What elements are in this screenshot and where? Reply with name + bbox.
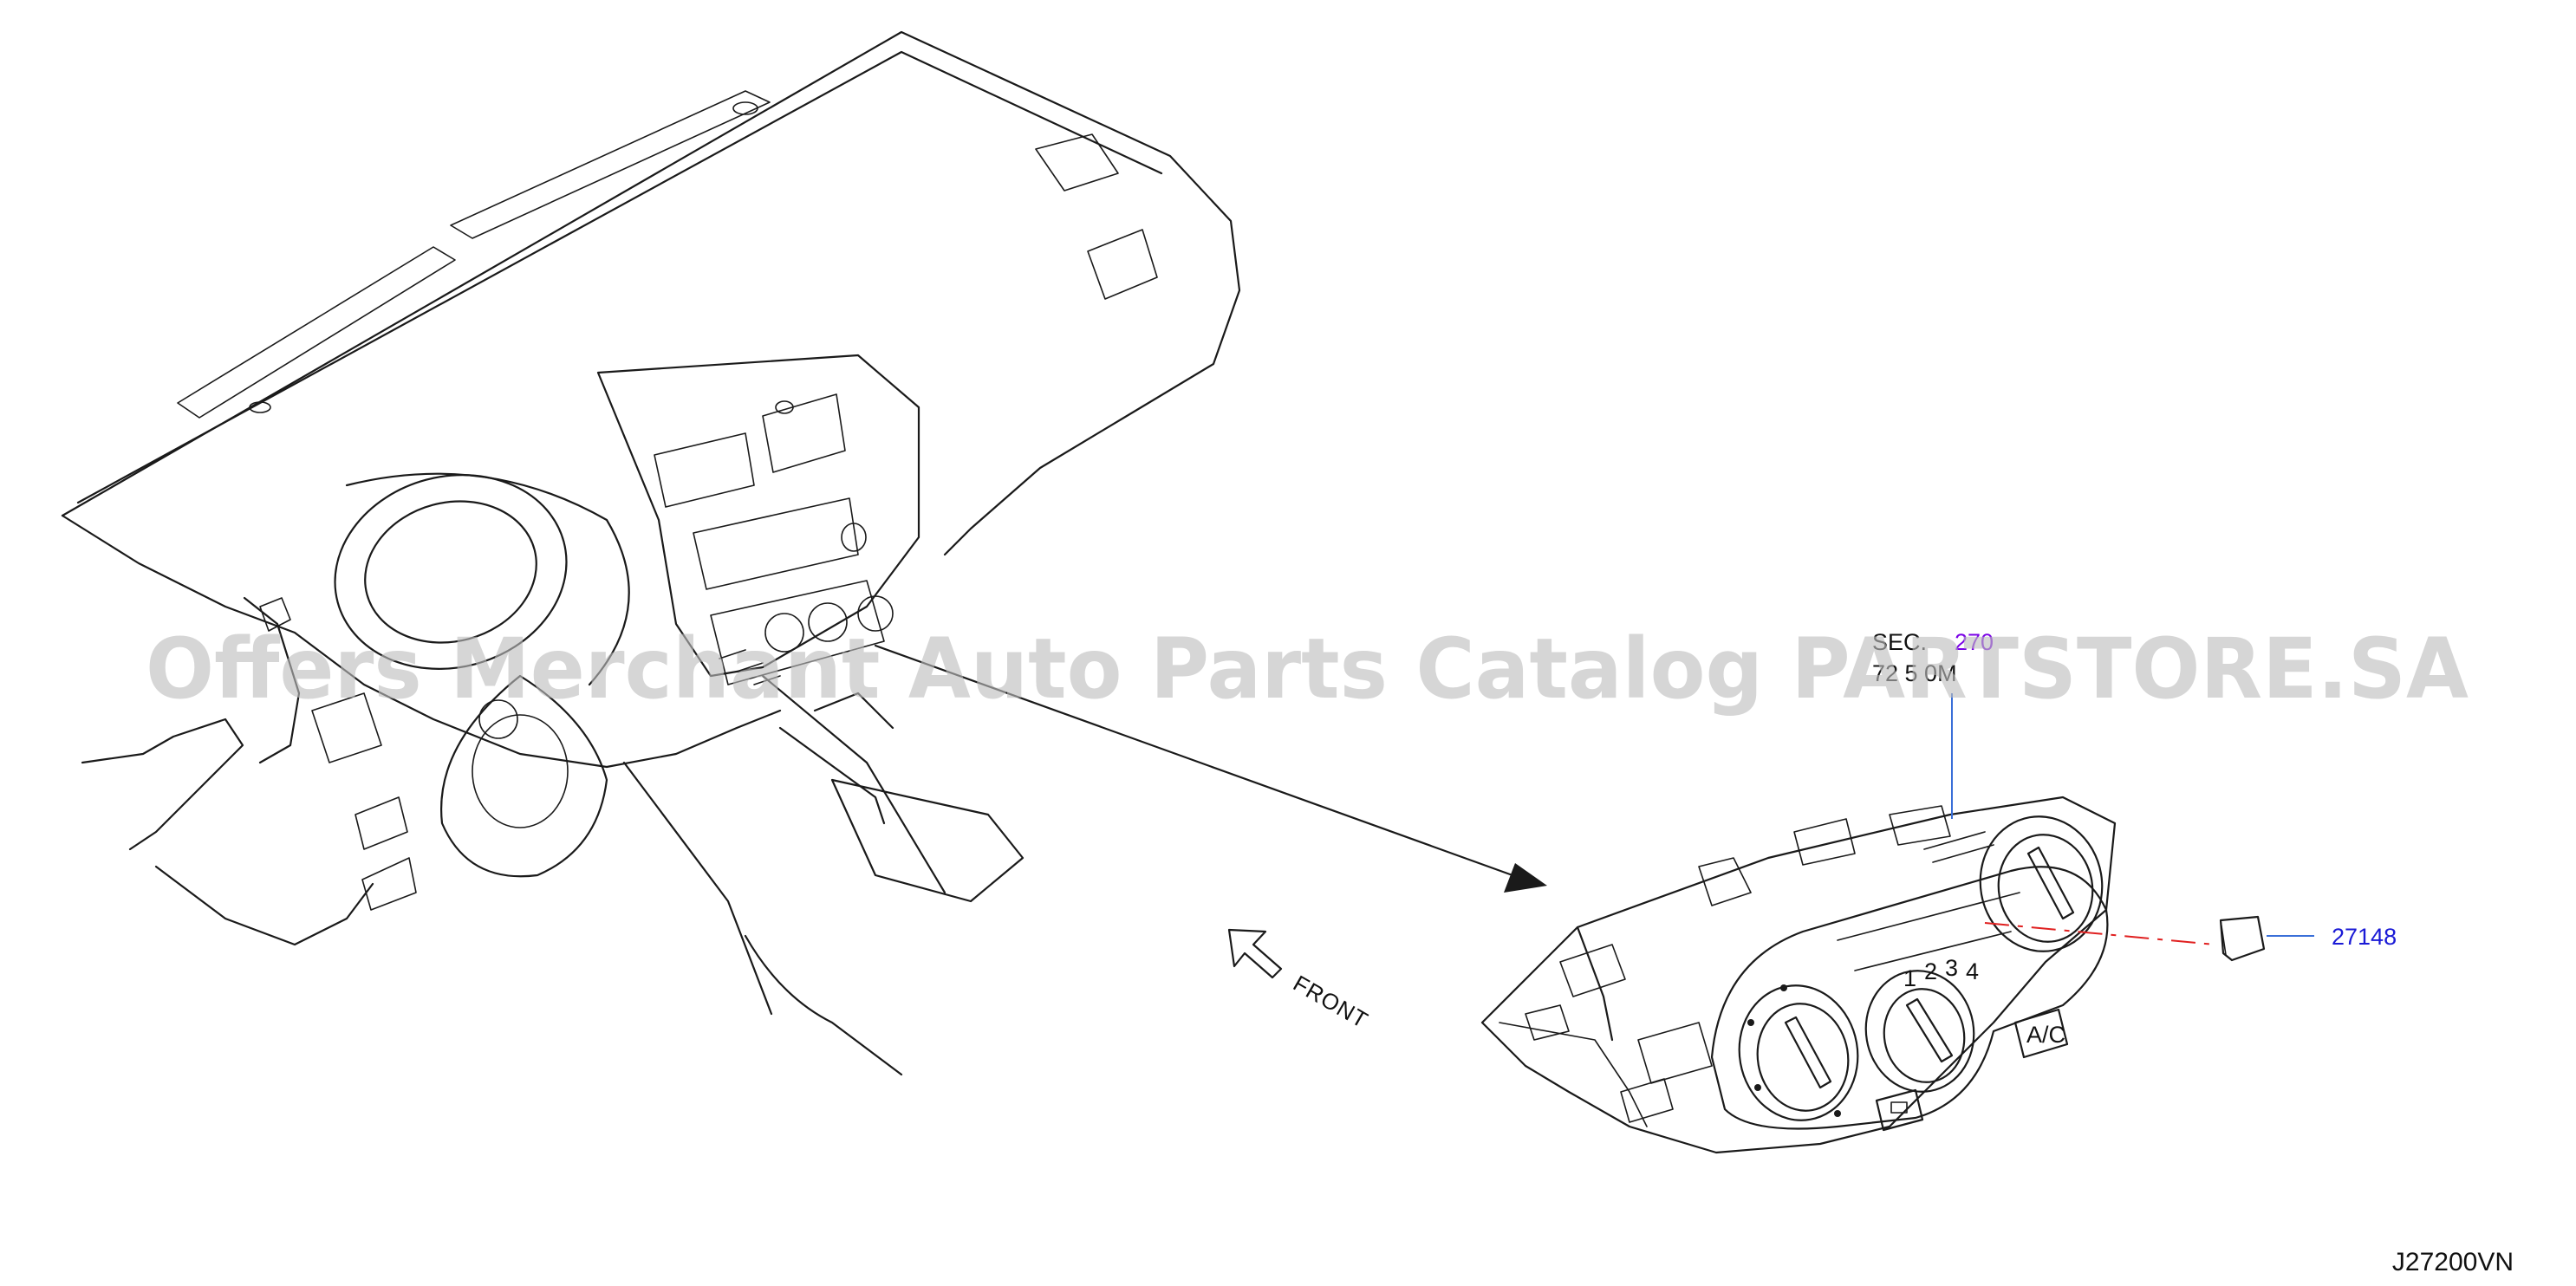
dash-control-cluster bbox=[710, 580, 894, 685]
svg-text:2: 2 bbox=[1924, 958, 1937, 984]
heater-control-unit: 1 2 3 4 A/C bbox=[1480, 796, 2117, 1154]
recirculation-button bbox=[1875, 1088, 1924, 1132]
svg-text:27148: 27148 bbox=[2332, 924, 2397, 950]
section-reference: SEC. 270 72 5 0M bbox=[1872, 629, 1994, 819]
svg-text:4: 4 bbox=[1966, 958, 1979, 984]
part-number-link[interactable]: 27148 bbox=[2332, 924, 2397, 950]
svg-text:3: 3 bbox=[1945, 955, 1958, 981]
svg-text:A/C: A/C bbox=[2026, 1022, 2065, 1048]
section-ref-link[interactable]: 270 bbox=[1955, 629, 1994, 655]
section-ref-code: 72 5 0M bbox=[1872, 660, 1957, 686]
fan-speed-knob: 1 2 3 4 bbox=[1864, 955, 1979, 1093]
watermark-text: Offers Merchant Auto Parts Catalog PARTS… bbox=[146, 620, 2469, 718]
diagram-code: J27200VN bbox=[2392, 1248, 2514, 1276]
mode-knob bbox=[1738, 984, 1859, 1121]
svg-text:1: 1 bbox=[1903, 965, 1916, 991]
part-dashed-leader bbox=[1984, 922, 2215, 945]
callout-arrow bbox=[874, 644, 1547, 893]
section-ref-prefix: SEC. bbox=[1872, 629, 1927, 655]
dashboard-illustration bbox=[61, 30, 1241, 1076]
svg-text:270: 270 bbox=[1955, 629, 1994, 655]
front-label: FRONT bbox=[1289, 970, 1373, 1033]
part-27148: 27148 bbox=[1984, 915, 2397, 962]
temperature-knob bbox=[1979, 815, 2104, 952]
front-direction-indicator: FRONT bbox=[1227, 928, 1373, 1033]
ac-button: A/C bbox=[2013, 1008, 2069, 1059]
